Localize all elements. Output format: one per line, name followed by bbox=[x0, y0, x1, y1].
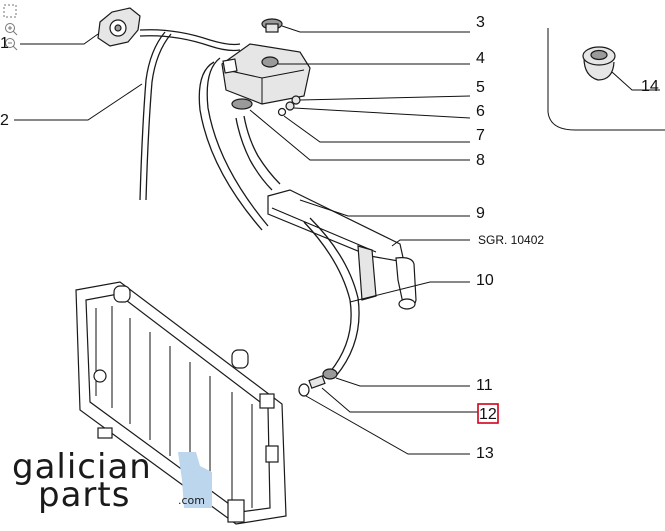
galicianparts-logo: galician parts .com bbox=[12, 447, 212, 515]
logo-accent bbox=[178, 452, 212, 508]
callout-3[interactable]: 3 bbox=[476, 14, 485, 31]
callout-10[interactable]: 10 bbox=[476, 272, 494, 289]
zoom-toolbar[interactable] bbox=[3, 4, 18, 51]
callout-12[interactable]: 12 bbox=[479, 406, 497, 423]
callout-14[interactable]: 14 bbox=[641, 78, 659, 95]
part-12-fitting[interactable] bbox=[308, 375, 478, 413]
logo-line1: galician bbox=[12, 447, 152, 487]
hose-10[interactable] bbox=[303, 217, 470, 377]
part-6-washer[interactable] bbox=[285, 101, 471, 119]
part-13-oring[interactable] bbox=[298, 383, 470, 455]
callout-12-highlight bbox=[477, 403, 499, 424]
sgr-reference bbox=[391, 239, 470, 247]
callout-6[interactable]: 6 bbox=[476, 103, 485, 120]
part-5-nut[interactable] bbox=[291, 95, 471, 105]
reference-label: SGR. 10402 bbox=[478, 233, 544, 247]
zoom-in-icon[interactable] bbox=[5, 23, 18, 36]
callout-11[interactable]: 11 bbox=[476, 377, 493, 394]
logo-line2: parts bbox=[38, 475, 130, 515]
callout-2[interactable]: 2 bbox=[0, 112, 9, 129]
callout-9[interactable]: 9 bbox=[476, 205, 485, 222]
radiator[interactable] bbox=[75, 281, 287, 525]
part-9-pipe[interactable] bbox=[267, 189, 470, 310]
callout-13[interactable]: 13 bbox=[476, 445, 494, 462]
zoom-out-icon[interactable] bbox=[5, 38, 18, 51]
callout-7[interactable]: 7 bbox=[476, 127, 485, 144]
hose-2[interactable] bbox=[14, 29, 241, 201]
part-14-grommet[interactable] bbox=[582, 46, 660, 91]
hose-tank-outlet[interactable] bbox=[198, 57, 269, 231]
callout-4[interactable]: 4 bbox=[476, 50, 485, 67]
part-11-clamp[interactable] bbox=[322, 368, 470, 387]
part-1-clip[interactable] bbox=[20, 7, 141, 47]
callout-labels: 1 2 3 4 5 6 7 8 9 10 11 12 13 14 SGR. 10… bbox=[0, 14, 659, 462]
part-8-short-hose[interactable] bbox=[231, 98, 470, 191]
callout-1[interactable]: 1 bbox=[0, 35, 9, 52]
part-4-expansion-tank[interactable] bbox=[221, 43, 470, 105]
callout-8[interactable]: 8 bbox=[476, 152, 485, 169]
part-3-cap[interactable] bbox=[261, 18, 470, 68]
inset-frame bbox=[547, 28, 665, 131]
callout-5[interactable]: 5 bbox=[476, 79, 485, 96]
part-7-washer[interactable] bbox=[277, 107, 471, 143]
logo-suffix: .com bbox=[178, 494, 205, 507]
fit-icon[interactable] bbox=[3, 4, 17, 18]
